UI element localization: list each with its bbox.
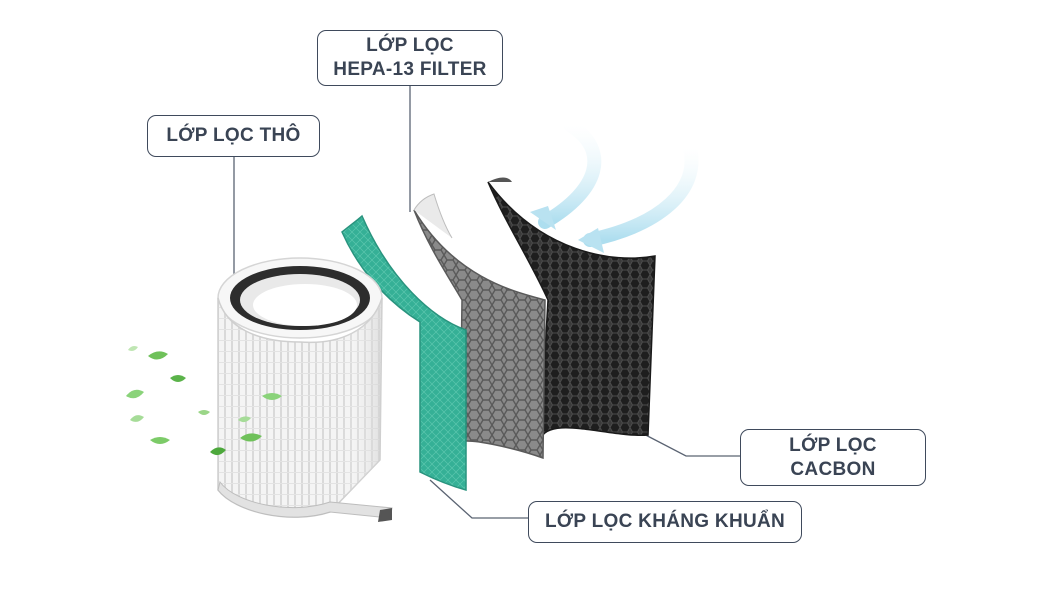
leaf-icon	[238, 416, 251, 423]
leaf-icon	[148, 351, 168, 360]
leader-lines	[233, 86, 740, 519]
leaf-icon	[126, 389, 144, 399]
leaf-icon	[170, 375, 186, 382]
leaf-icon	[210, 447, 226, 456]
hepa-layer	[413, 193, 546, 460]
label-coarse-filter: LỚP LỌC THÔ	[147, 115, 320, 157]
leaf-icon	[262, 393, 282, 400]
label-antibacterial-filter: LỚP LỌC KHÁNG KHUẨN	[528, 501, 802, 543]
label-carbon-filter: LỚP LỌC CACBON	[740, 429, 926, 486]
antibacterial-layer	[341, 214, 467, 491]
leaf-icon	[240, 433, 262, 442]
coarse-filter-cylinder	[217, 257, 393, 522]
leaves	[126, 346, 282, 456]
leaf-icon	[198, 410, 210, 415]
label-hepa-filter: LỚP LỌC HEPA-13 FILTER	[317, 30, 503, 86]
leaf-icon	[150, 437, 170, 444]
leaf-icon	[128, 346, 138, 351]
carbon-layer	[487, 177, 656, 441]
leaf-icon	[130, 415, 144, 422]
airflow-arrows	[530, 118, 699, 253]
